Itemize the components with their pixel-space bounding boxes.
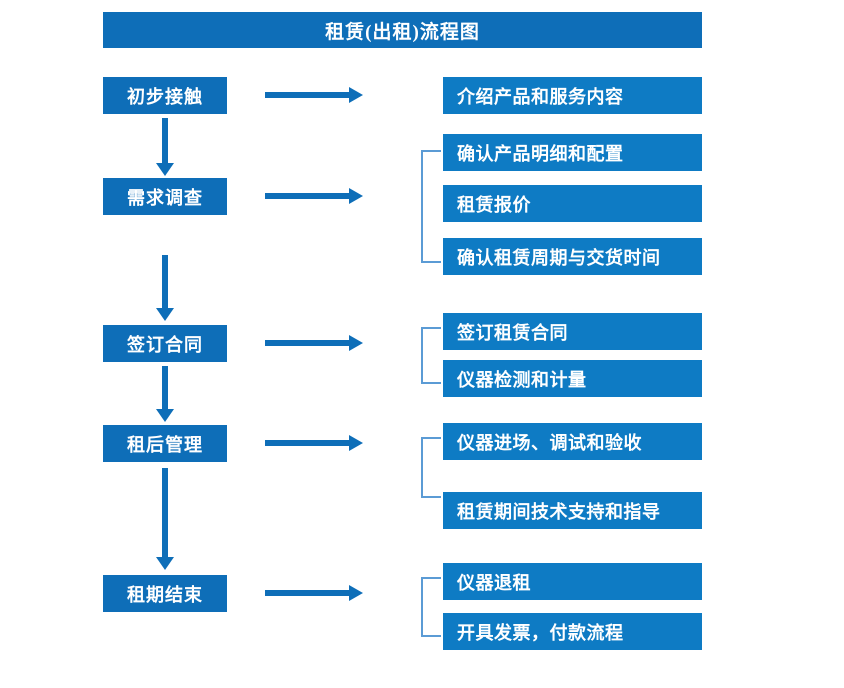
arrow-right-stage1: [265, 87, 363, 103]
group-bracket-3: [421, 437, 441, 498]
detail-box-仪器退租[interactable]: 仪器退租: [443, 563, 702, 600]
detail-box-确认租赁周期与交货时间[interactable]: 确认租赁周期与交货时间: [443, 238, 702, 275]
detail-box-确认产品明细和配置[interactable]: 确认产品明细和配置: [443, 134, 702, 171]
arrow-right-stage2: [265, 188, 363, 204]
stage-box-需求调查[interactable]: 需求调查: [103, 178, 227, 215]
detail-box-介绍产品和服务内容[interactable]: 介绍产品和服务内容: [443, 77, 702, 114]
detail-box-租赁报价[interactable]: 租赁报价: [443, 185, 702, 222]
arrow-right-stage5: [265, 585, 363, 601]
detail-box-开具发票付款流程[interactable]: 开具发票，付款流程: [443, 613, 702, 650]
arrow-down-stage4-stage5: [156, 468, 174, 570]
group-bracket-2: [421, 327, 441, 384]
group-bracket-1: [421, 150, 441, 263]
stage-box-租后管理[interactable]: 租后管理: [103, 425, 227, 462]
arrow-down-stage3-stage4: [156, 366, 174, 422]
detail-box-签订租赁合同[interactable]: 签订租赁合同: [443, 313, 702, 350]
arrow-right-stage4: [265, 435, 363, 451]
arrow-down-stage1-stage2: [156, 118, 174, 176]
stage-box-租期结束[interactable]: 租期结束: [103, 575, 227, 612]
detail-box-租赁期间技术支持和指导[interactable]: 租赁期间技术支持和指导: [443, 492, 702, 529]
stage-box-初步接触[interactable]: 初步接触: [103, 77, 227, 114]
stage-box-签订合同[interactable]: 签订合同: [103, 325, 227, 362]
page-title: 租赁(出租)流程图: [103, 12, 702, 48]
arrow-down-stage2-stage3: [156, 255, 174, 321]
arrow-right-stage3: [265, 335, 363, 351]
detail-box-仪器检测和计量[interactable]: 仪器检测和计量: [443, 360, 702, 397]
detail-box-仪器进场调试和验收[interactable]: 仪器进场、调试和验收: [443, 423, 702, 460]
group-bracket-4: [421, 577, 441, 637]
